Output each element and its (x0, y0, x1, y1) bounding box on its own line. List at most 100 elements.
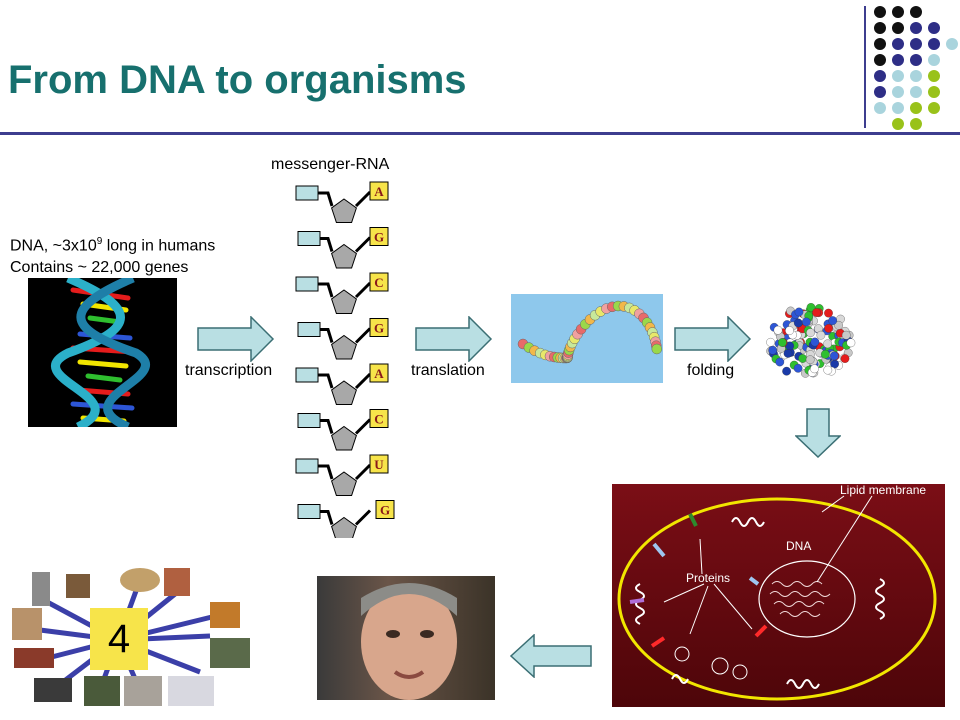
decorative-dot (928, 70, 940, 82)
atom-sphere (768, 345, 778, 355)
decorative-dot (892, 22, 904, 34)
decorative-dot (892, 54, 904, 66)
atom-sphere (829, 351, 839, 361)
dot-grid-divider (864, 6, 866, 128)
atom-sphere (793, 363, 803, 373)
nucleotide-base-box (369, 227, 389, 246)
decorative-dot (892, 6, 904, 18)
atom-sphere (806, 328, 815, 338)
decorative-dot (874, 6, 886, 18)
backbone-link (318, 191, 334, 207)
decorative-dot (910, 102, 922, 114)
decorative-dot (892, 118, 904, 130)
dna-helix-image (28, 278, 177, 427)
folded-protein-image (760, 294, 860, 384)
decorative-dot (874, 102, 886, 114)
atom-sphere (812, 308, 821, 317)
atom-sphere (806, 303, 816, 312)
base-link (354, 372, 372, 390)
atom-sphere (798, 354, 807, 363)
folding-arrow-icon (674, 316, 752, 362)
decorative-dot (928, 102, 940, 114)
amino-acid-bead (651, 343, 663, 355)
organism-count: 4 (107, 616, 131, 661)
backbone-link (318, 282, 334, 298)
base-link (354, 281, 372, 299)
decorative-dot (910, 6, 922, 18)
dna-caption-line2: Contains ~ 22,000 genes (10, 259, 189, 277)
atom-sphere (828, 316, 838, 325)
transcription-arrow-icon (197, 316, 275, 362)
decorative-dot (874, 22, 886, 34)
messenger-rna-label: messenger-RNA (271, 156, 390, 173)
decorative-dot (910, 118, 922, 130)
nucleotide-base-letter: A (374, 366, 384, 381)
atom-sphere (775, 357, 785, 367)
base-link (354, 418, 372, 435)
translation-arrow-icon (415, 316, 493, 362)
peptide-chain-image (511, 294, 663, 383)
translation-label: translation (411, 362, 485, 379)
nucleotide-base-box (369, 181, 389, 201)
atom-sphere (793, 318, 803, 328)
folding-label: folding (687, 362, 735, 379)
dna-length-text: DNA, ~3x10 (10, 237, 97, 255)
ribose-sugar (331, 334, 357, 360)
transcription-label: transcription (185, 362, 273, 379)
proteins-label: Proteins (686, 571, 730, 585)
decorative-dot (928, 38, 940, 50)
nucleotide-base-letter: G (380, 503, 390, 518)
nucleotide-base-box (369, 272, 389, 292)
decorative-dot (892, 102, 904, 114)
atom-sphere (834, 320, 843, 330)
cell-diagram: Lipid membrane DNA Proteins (612, 484, 945, 707)
organism-count-box: 4 (90, 608, 148, 670)
dna-caption: DNA, ~3x109 long in humans Contains ~ 22… (10, 231, 215, 279)
nucleotide-base-box (369, 409, 389, 428)
nucleotide-base-box (375, 500, 395, 519)
nucleotide-base-letter: C (374, 275, 383, 290)
base-link (354, 509, 372, 526)
organism-left-arrow-icon (510, 634, 592, 678)
atom-sphere (801, 317, 811, 327)
phosphate-box (295, 276, 319, 292)
decorative-dot (928, 54, 940, 66)
atom-sphere (782, 366, 791, 376)
ribose-sugar (331, 516, 357, 542)
atom-sphere (766, 337, 775, 347)
lipid-membrane-label: Lipid membrane (840, 484, 926, 497)
phosphate-box (297, 322, 321, 337)
atom-sphere (783, 349, 793, 358)
base-link (354, 190, 372, 208)
phosphate-box (297, 504, 321, 519)
phosphate-box (297, 231, 321, 246)
nucleotide-base-box (369, 454, 389, 474)
decorative-dot (874, 38, 886, 50)
decorative-dot (910, 38, 922, 50)
decorative-dot (946, 38, 958, 50)
decorative-dot (910, 54, 922, 66)
decorative-dot-grid (864, 0, 960, 132)
decorative-dot (874, 54, 886, 66)
backbone-link (318, 464, 334, 480)
phosphate-box (295, 367, 319, 383)
atom-sphere (810, 364, 819, 374)
ribose-sugar (331, 289, 357, 314)
ribose-sugar (331, 198, 357, 223)
base-link (354, 327, 372, 344)
backbone-link (318, 373, 334, 389)
backbone-link (320, 328, 334, 343)
title-underline (0, 132, 960, 135)
atom-sphere (846, 338, 856, 348)
phosphate-box (297, 413, 321, 428)
atom-sphere (824, 324, 833, 333)
atom-sphere (805, 355, 815, 365)
atom-sphere (824, 308, 833, 318)
nucleotide-base-letter: G (374, 321, 384, 336)
decorative-dot (910, 70, 922, 82)
human-portrait-photo (317, 576, 495, 700)
atom-sphere (816, 330, 826, 340)
atom-sphere (773, 325, 783, 335)
page-title: From DNA to organisms (8, 58, 467, 102)
